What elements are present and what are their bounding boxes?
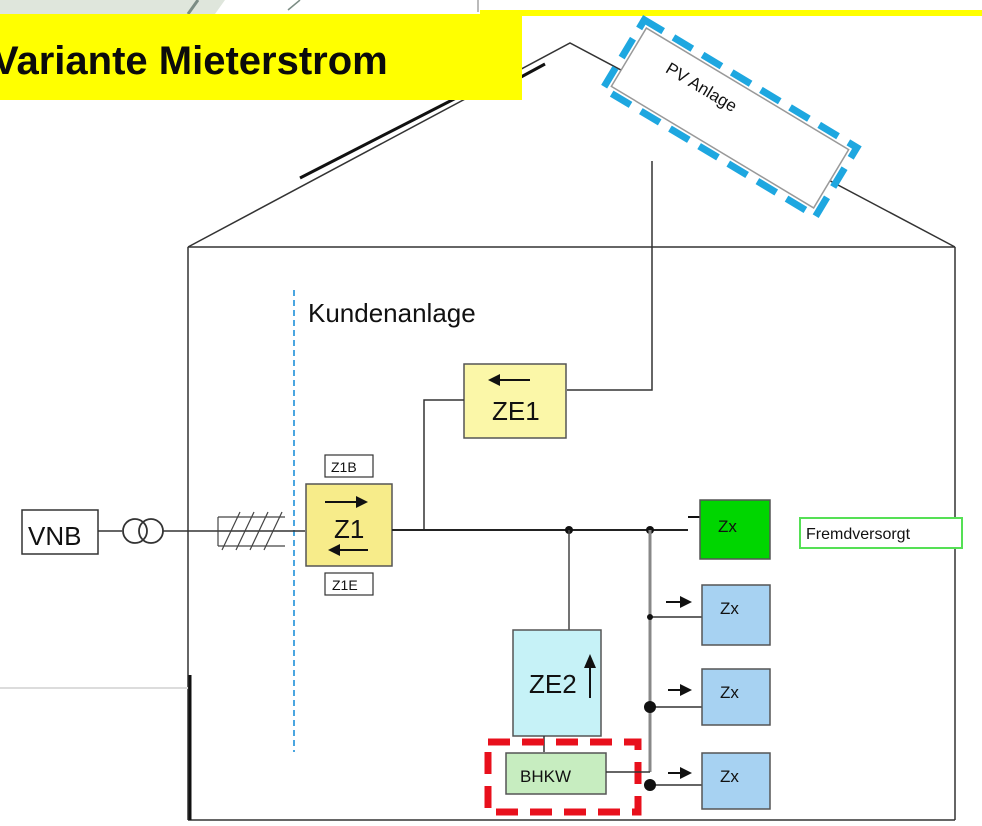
bhkw-unit: BHKW [484,738,642,816]
fremdversorgt-tag: Fremdversorgt [799,517,963,549]
bhkw-label: BHKW [520,767,571,786]
z1-meter: Z1B Z1 Z1E [305,454,393,596]
zx-meter-3: Zx [644,668,771,726]
background-decoration [0,0,479,15]
z1b-label: Z1B [331,459,357,475]
title-box: Variante Mieterstrom [0,14,522,100]
pv-line [567,161,653,391]
arrow-right-icon [325,496,368,508]
z1-label: Z1 [334,514,364,544]
cable-hatch [217,511,285,551]
arrow-left-icon [488,374,530,386]
z1e-label: Z1E [332,577,358,593]
ze1-line [423,399,464,530]
ze1-meter: ZE1 [463,363,567,439]
transformer-icon [122,518,164,544]
page-title: Variante Mieterstrom [0,39,388,83]
zx-label: Zx [720,767,739,786]
pv-anlage: PV Anlage [598,15,862,221]
zx-meter-1: Zx [688,499,771,560]
bhkw-highlight-frame [484,738,642,816]
kundenanlage-label: Kundenanlage [308,298,476,328]
vnb-label: VNB [28,521,81,551]
ze2-meter: ZE2 [512,629,602,737]
fremdversorgt-label: Fremdversorgt [806,526,911,543]
zx-label: Zx [720,599,739,618]
zx-label: Zx [720,683,739,702]
top-yellow-stripe [480,10,982,16]
zx-meter-2: Zx [647,584,771,646]
house-overlay-strokes [188,62,546,820]
zx-meter-4: Zx [644,752,771,810]
pv-highlight-frame [598,15,862,221]
arrow-left-icon [328,544,368,556]
zx-label: Zx [718,517,737,536]
ze1-label: ZE1 [492,396,540,426]
ze2-label: ZE2 [529,669,577,699]
arrow-up-icon [584,654,596,698]
